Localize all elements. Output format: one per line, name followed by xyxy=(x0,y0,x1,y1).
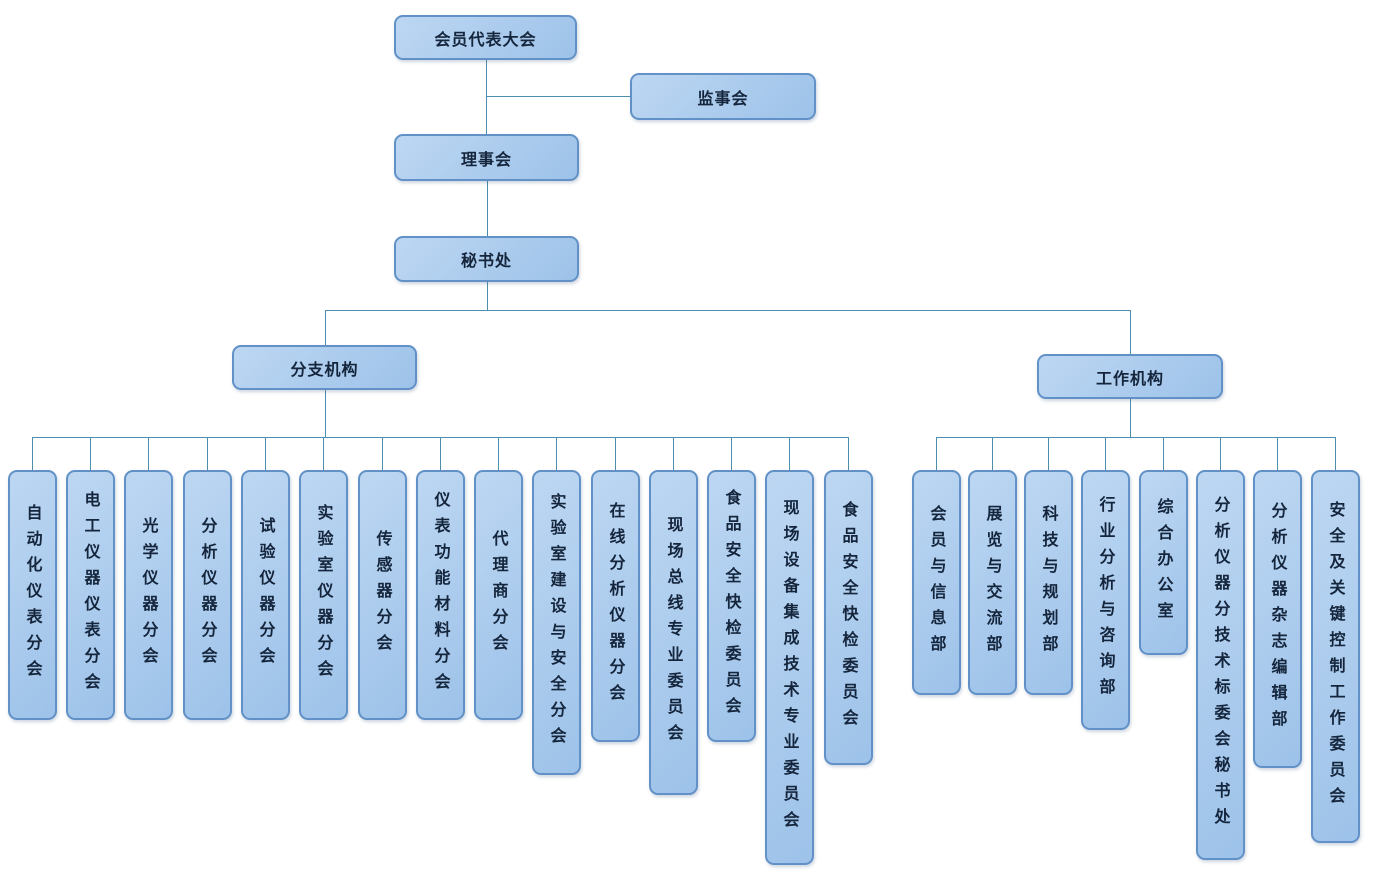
node-branch-6: 传感器分会 xyxy=(358,470,407,720)
connector-line xyxy=(1277,437,1278,470)
connector-line xyxy=(148,437,149,470)
node-label: 实验室仪器分会 xyxy=(314,504,334,686)
connector-line xyxy=(325,390,326,437)
node-work-group: 工作机构 xyxy=(1037,354,1223,399)
node-branch-13: 现场设备集成技术专业委员会 xyxy=(765,470,814,865)
node-supervisory-board: 监事会 xyxy=(630,73,816,120)
node-secretariat: 秘书处 xyxy=(394,236,579,282)
connector-line xyxy=(325,310,326,345)
node-label: 食品安全快检委员会 xyxy=(722,489,742,723)
connector-line xyxy=(498,437,499,470)
node-member-assembly: 会员代表大会 xyxy=(394,15,577,60)
connector-line xyxy=(1335,437,1336,470)
node-branch-14: 食品安全快检委员会 xyxy=(824,470,873,765)
connector-line xyxy=(789,437,790,470)
connector-line xyxy=(731,437,732,470)
node-label: 理事会 xyxy=(460,149,512,169)
node-work-7: 安全及关键控制工作委员会 xyxy=(1311,470,1360,843)
node-label: 分析仪器分会 xyxy=(198,517,218,673)
node-branch-4: 试验仪器分会 xyxy=(241,470,290,720)
connector-line xyxy=(32,437,33,470)
connector-line xyxy=(1130,310,1131,354)
node-label: 工作机构 xyxy=(1095,368,1164,388)
node-label: 分支机构 xyxy=(290,359,359,379)
node-label: 会员与信息部 xyxy=(927,504,947,661)
node-label: 电工仪器仪表分会 xyxy=(81,491,101,699)
connector-line xyxy=(1130,399,1131,437)
node-branch-1: 电工仪器仪表分会 xyxy=(66,470,115,720)
node-label: 光学仪器分会 xyxy=(139,517,159,673)
node-label: 食品安全快检委员会 xyxy=(839,500,859,735)
node-branch-10: 在线分析仪器分会 xyxy=(591,470,640,742)
node-label: 秘书处 xyxy=(460,251,512,270)
connector-line xyxy=(323,437,324,470)
node-label: 现场总线专业委员会 xyxy=(664,515,684,750)
connector-line xyxy=(486,96,630,97)
connector-line xyxy=(848,437,849,470)
node-label: 试验仪器分会 xyxy=(256,517,276,673)
connector-line xyxy=(936,437,1336,438)
node-branch-2: 光学仪器分会 xyxy=(124,470,173,720)
node-branch-5: 实验室仪器分会 xyxy=(299,470,348,720)
node-council: 理事会 xyxy=(394,134,579,181)
node-branch-7: 仪表功能材料分会 xyxy=(416,470,465,720)
connector-line xyxy=(673,437,674,470)
connector-line xyxy=(265,437,266,470)
node-label: 展览与交流部 xyxy=(983,504,1003,661)
connector-line xyxy=(487,282,488,310)
node-branch-12: 食品安全快检委员会 xyxy=(707,470,756,742)
connector-line xyxy=(615,437,616,470)
node-branch-group: 分支机构 xyxy=(232,345,417,390)
connector-line xyxy=(992,437,993,470)
node-work-6: 分析仪器杂志编辑部 xyxy=(1253,470,1302,768)
connector-line xyxy=(207,437,208,470)
node-label: 现场设备集成技术专业委员会 xyxy=(780,498,800,837)
node-label: 自动化仪表分会 xyxy=(23,504,43,686)
node-work-3: 行业分析与咨询部 xyxy=(1081,470,1130,730)
node-label: 科技与规划部 xyxy=(1039,504,1059,661)
connector-line xyxy=(1220,437,1221,470)
connector-line xyxy=(1163,437,1164,470)
node-label: 安全及关键控制工作委员会 xyxy=(1326,500,1346,813)
node-label: 在线分析仪器分会 xyxy=(606,502,626,710)
node-work-0: 会员与信息部 xyxy=(912,470,961,695)
node-work-5: 分析仪器分技术标委会秘书处 xyxy=(1196,470,1245,860)
node-branch-8: 代理商分会 xyxy=(474,470,523,720)
connector-line xyxy=(487,181,488,236)
node-work-2: 科技与规划部 xyxy=(1024,470,1073,695)
node-label: 代理商分会 xyxy=(489,530,509,660)
connector-line xyxy=(90,437,91,470)
node-label: 传感器分会 xyxy=(373,530,393,660)
node-label: 分析仪器分技术标委会秘书处 xyxy=(1211,496,1231,834)
node-branch-0: 自动化仪表分会 xyxy=(8,470,57,720)
node-work-1: 展览与交流部 xyxy=(968,470,1017,695)
node-branch-3: 分析仪器分会 xyxy=(183,470,232,720)
connector-line xyxy=(486,60,487,134)
node-label: 综合办公室 xyxy=(1154,497,1174,628)
connector-line xyxy=(556,437,557,470)
node-branch-9: 实验室建设与安全分会 xyxy=(532,470,581,775)
connector-line xyxy=(1048,437,1049,470)
node-label: 分析仪器杂志编辑部 xyxy=(1268,502,1288,736)
node-branch-11: 现场总线专业委员会 xyxy=(649,470,698,795)
node-label: 会员代表大会 xyxy=(434,29,537,49)
node-label: 行业分析与咨询部 xyxy=(1096,496,1116,704)
node-label: 实验室建设与安全分会 xyxy=(547,492,567,753)
node-label: 仪表功能材料分会 xyxy=(431,491,451,699)
connector-line xyxy=(936,437,937,470)
connector-line xyxy=(1105,437,1106,470)
connector-line xyxy=(382,437,383,470)
node-label: 监事会 xyxy=(697,88,749,108)
connector-line xyxy=(440,437,441,470)
connector-line xyxy=(325,310,1131,311)
node-work-4: 综合办公室 xyxy=(1139,470,1188,655)
